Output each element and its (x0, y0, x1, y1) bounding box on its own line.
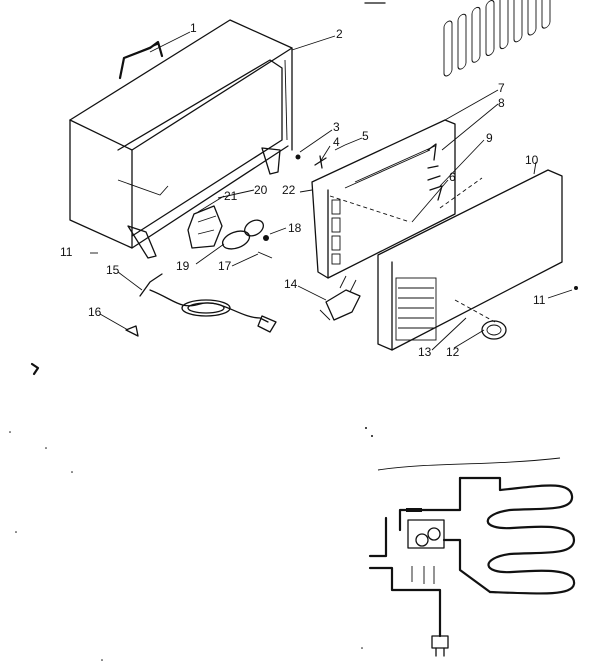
heating-coil (458, 476, 576, 595)
power-cord (139, 273, 277, 333)
callout-20: 20 (254, 183, 268, 197)
scan-mark (30, 362, 40, 376)
callout-12: 12 (446, 345, 460, 359)
blade-nut (263, 235, 269, 241)
alignment-lines (329, 177, 496, 323)
terminal-block (319, 275, 361, 321)
callout-6: 6 (449, 170, 456, 184)
callout-7: 7 (498, 81, 505, 95)
callout-13: 13 (418, 345, 432, 359)
callout-19: 19 (176, 259, 190, 273)
fan-blade (221, 219, 264, 250)
wiring-schematic (368, 457, 576, 657)
callout-11-right: 11 (533, 293, 546, 307)
callout-5: 5 (362, 129, 369, 143)
thermostat-switch (407, 519, 445, 549)
callout-22: 22 (282, 183, 296, 197)
callout-18: 18 (288, 221, 302, 235)
switch-contacts (427, 143, 443, 201)
callout-4: 4 (333, 135, 340, 149)
callout-2: 2 (336, 27, 343, 41)
cabinet-legs (127, 147, 281, 259)
scan-specks (9, 427, 373, 661)
screw-right (574, 286, 578, 290)
screw (257, 251, 273, 259)
callout-10: 10 (525, 153, 539, 167)
fan-motor (187, 205, 223, 249)
callout-8: 8 (498, 96, 505, 110)
control-knob (481, 320, 507, 340)
heating-element-grille (377, 0, 563, 351)
switch-lead (442, 538, 492, 594)
leader-lines (99, 31, 573, 351)
callout-9: 9 (486, 131, 493, 145)
callout-3: 3 (333, 120, 340, 134)
callout-16: 16 (88, 305, 102, 319)
callout-11-left: 11 (60, 245, 73, 259)
callout-1: 1 (190, 21, 197, 35)
callout-21: 21 (224, 189, 238, 203)
callout-17: 17 (218, 259, 232, 273)
coil-lead (398, 476, 462, 532)
carry-handle (118, 40, 164, 80)
switch-plate (406, 508, 422, 512)
cord-clip (125, 325, 139, 337)
cord-lead (368, 566, 442, 638)
callout-labels: 1 2 3 4 5 6 7 8 9 10 11 11 12 13 14 15 1… (60, 21, 546, 359)
callout-14: 14 (284, 277, 298, 291)
left-lead (368, 516, 388, 558)
schematic-rule (377, 457, 561, 471)
callout-15: 15 (106, 263, 120, 277)
heater-cabinet (69, 19, 293, 249)
plug (431, 635, 449, 649)
